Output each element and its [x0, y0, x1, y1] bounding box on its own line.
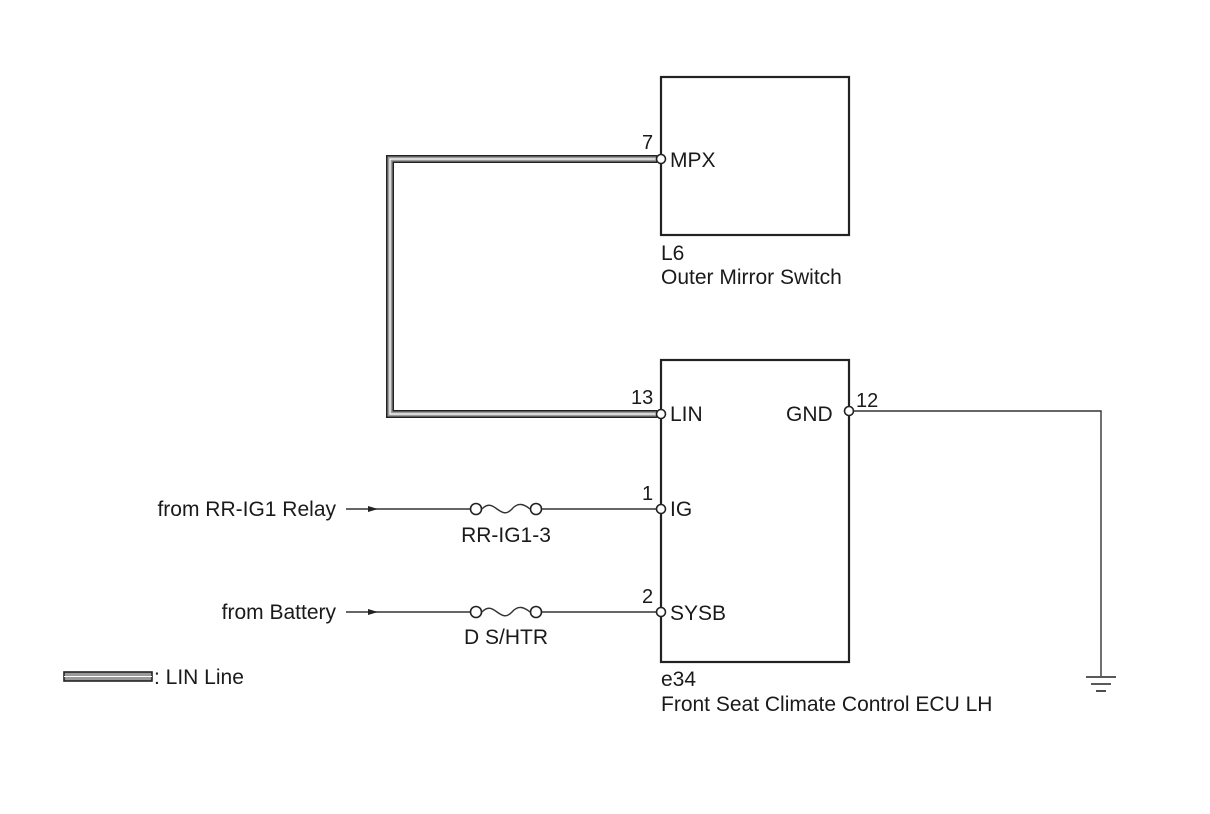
pin-number-13: 13 — [631, 387, 653, 409]
ig-fuse-terminal-left — [469, 502, 483, 516]
pin-number-12: 12 — [856, 390, 878, 412]
pin-number-2: 2 — [642, 586, 653, 608]
ground-wire — [854, 410, 1102, 676]
ground-icon — [1086, 676, 1116, 692]
signal-mpx: MPX — [670, 149, 716, 172]
signal-lin: LIN — [670, 403, 703, 426]
seat-ecu-connector: e34 — [661, 668, 696, 691]
signal-sysb: SYSB — [670, 602, 726, 625]
terminal-mpx — [655, 153, 667, 165]
ig-fuse-icon — [481, 503, 531, 514]
terminal-ig — [655, 503, 667, 515]
seat-ecu-name: Front Seat Climate Control ECU LH — [661, 693, 992, 716]
pin-number-7: 7 — [642, 132, 653, 154]
source-battery-label: from Battery — [222, 601, 337, 624]
battery-fuse-terminal-right — [529, 605, 543, 619]
pin-number-1: 1 — [642, 483, 653, 505]
legend-lin-line-label: : LIN Line — [154, 666, 244, 689]
ig-arrow — [368, 506, 378, 512]
battery-fuse-terminal-left — [469, 605, 483, 619]
ig-fuse-terminal-right — [529, 502, 543, 516]
battery-fuse-label: D S/HTR — [464, 626, 548, 649]
lin-line-wire — [386, 155, 657, 418]
terminal-gnd — [843, 405, 855, 417]
battery-arrow — [368, 609, 378, 615]
battery-fuse-icon — [481, 606, 531, 617]
source-ig-label: from RR-IG1 Relay — [157, 498, 336, 521]
mirror-switch-connector: L6 — [661, 242, 684, 265]
ig-fuse-label: RR-IG1-3 — [461, 524, 551, 547]
signal-gnd: GND — [786, 403, 833, 426]
signal-ig: IG — [670, 498, 692, 521]
mirror-switch-name: Outer Mirror Switch — [661, 266, 842, 289]
legend-lin-line-icon — [63, 671, 153, 682]
terminal-sysb — [655, 606, 667, 618]
terminal-lin — [655, 408, 667, 420]
